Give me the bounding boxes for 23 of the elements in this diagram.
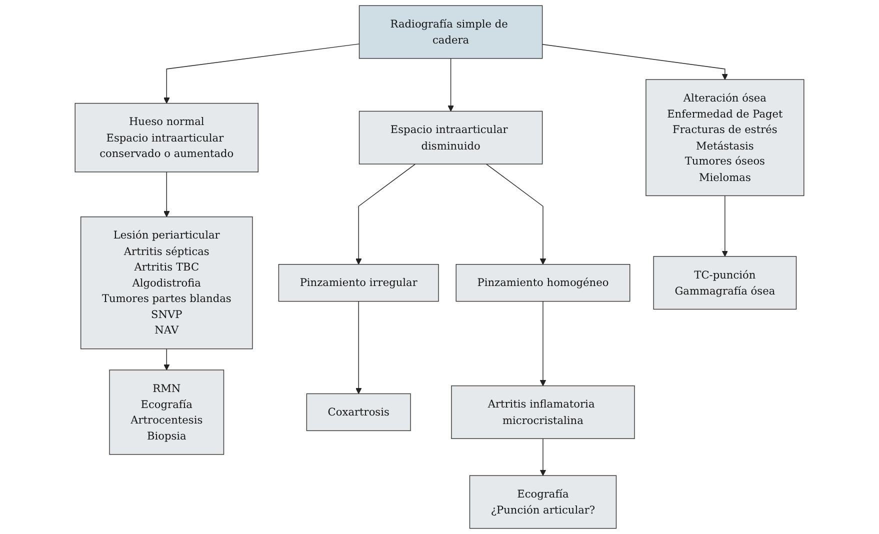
node-box: Pinzamiento irregular	[278, 264, 439, 302]
node-box: Coxartrosis	[306, 393, 411, 432]
node-box: Pinzamiento homogéneo	[456, 264, 630, 302]
arrow	[486, 164, 546, 265]
node-box: Radiografía simple de cadera	[358, 5, 543, 59]
node-box: TC-punción Gammagrafía ósea	[653, 256, 797, 310]
arrow	[540, 438, 546, 476]
node-box: Hueso normal Espacio intraarticular conservado o aumentado	[74, 102, 258, 172]
node-box: Lesión periarticular Artritis sépticas Artritis TBC Algodistrofia Tumores partes blandas SNVP NAV	[80, 216, 253, 350]
node-box: Ecografía ¿Punción articular?	[469, 475, 617, 529]
arrow	[164, 348, 170, 370]
arrow	[540, 300, 546, 386]
node-box: RMN Ecografía Artrocentesis Biopsia	[109, 370, 224, 455]
arrow	[164, 44, 360, 104]
arrow	[722, 195, 728, 257]
arrow	[356, 164, 416, 265]
arrow	[542, 44, 728, 80]
arrow	[448, 58, 454, 112]
node-box: Alteración ósea Enfermedad de Paget Fracturas de estrés Metástasis Tumores óseos Mielomas	[646, 79, 804, 196]
arrow	[356, 300, 362, 394]
node-box: Artritis inflamatoria microcristalina	[451, 385, 635, 439]
node-box: Espacio intraarticular disminuido	[358, 110, 543, 164]
arrow	[164, 172, 170, 218]
